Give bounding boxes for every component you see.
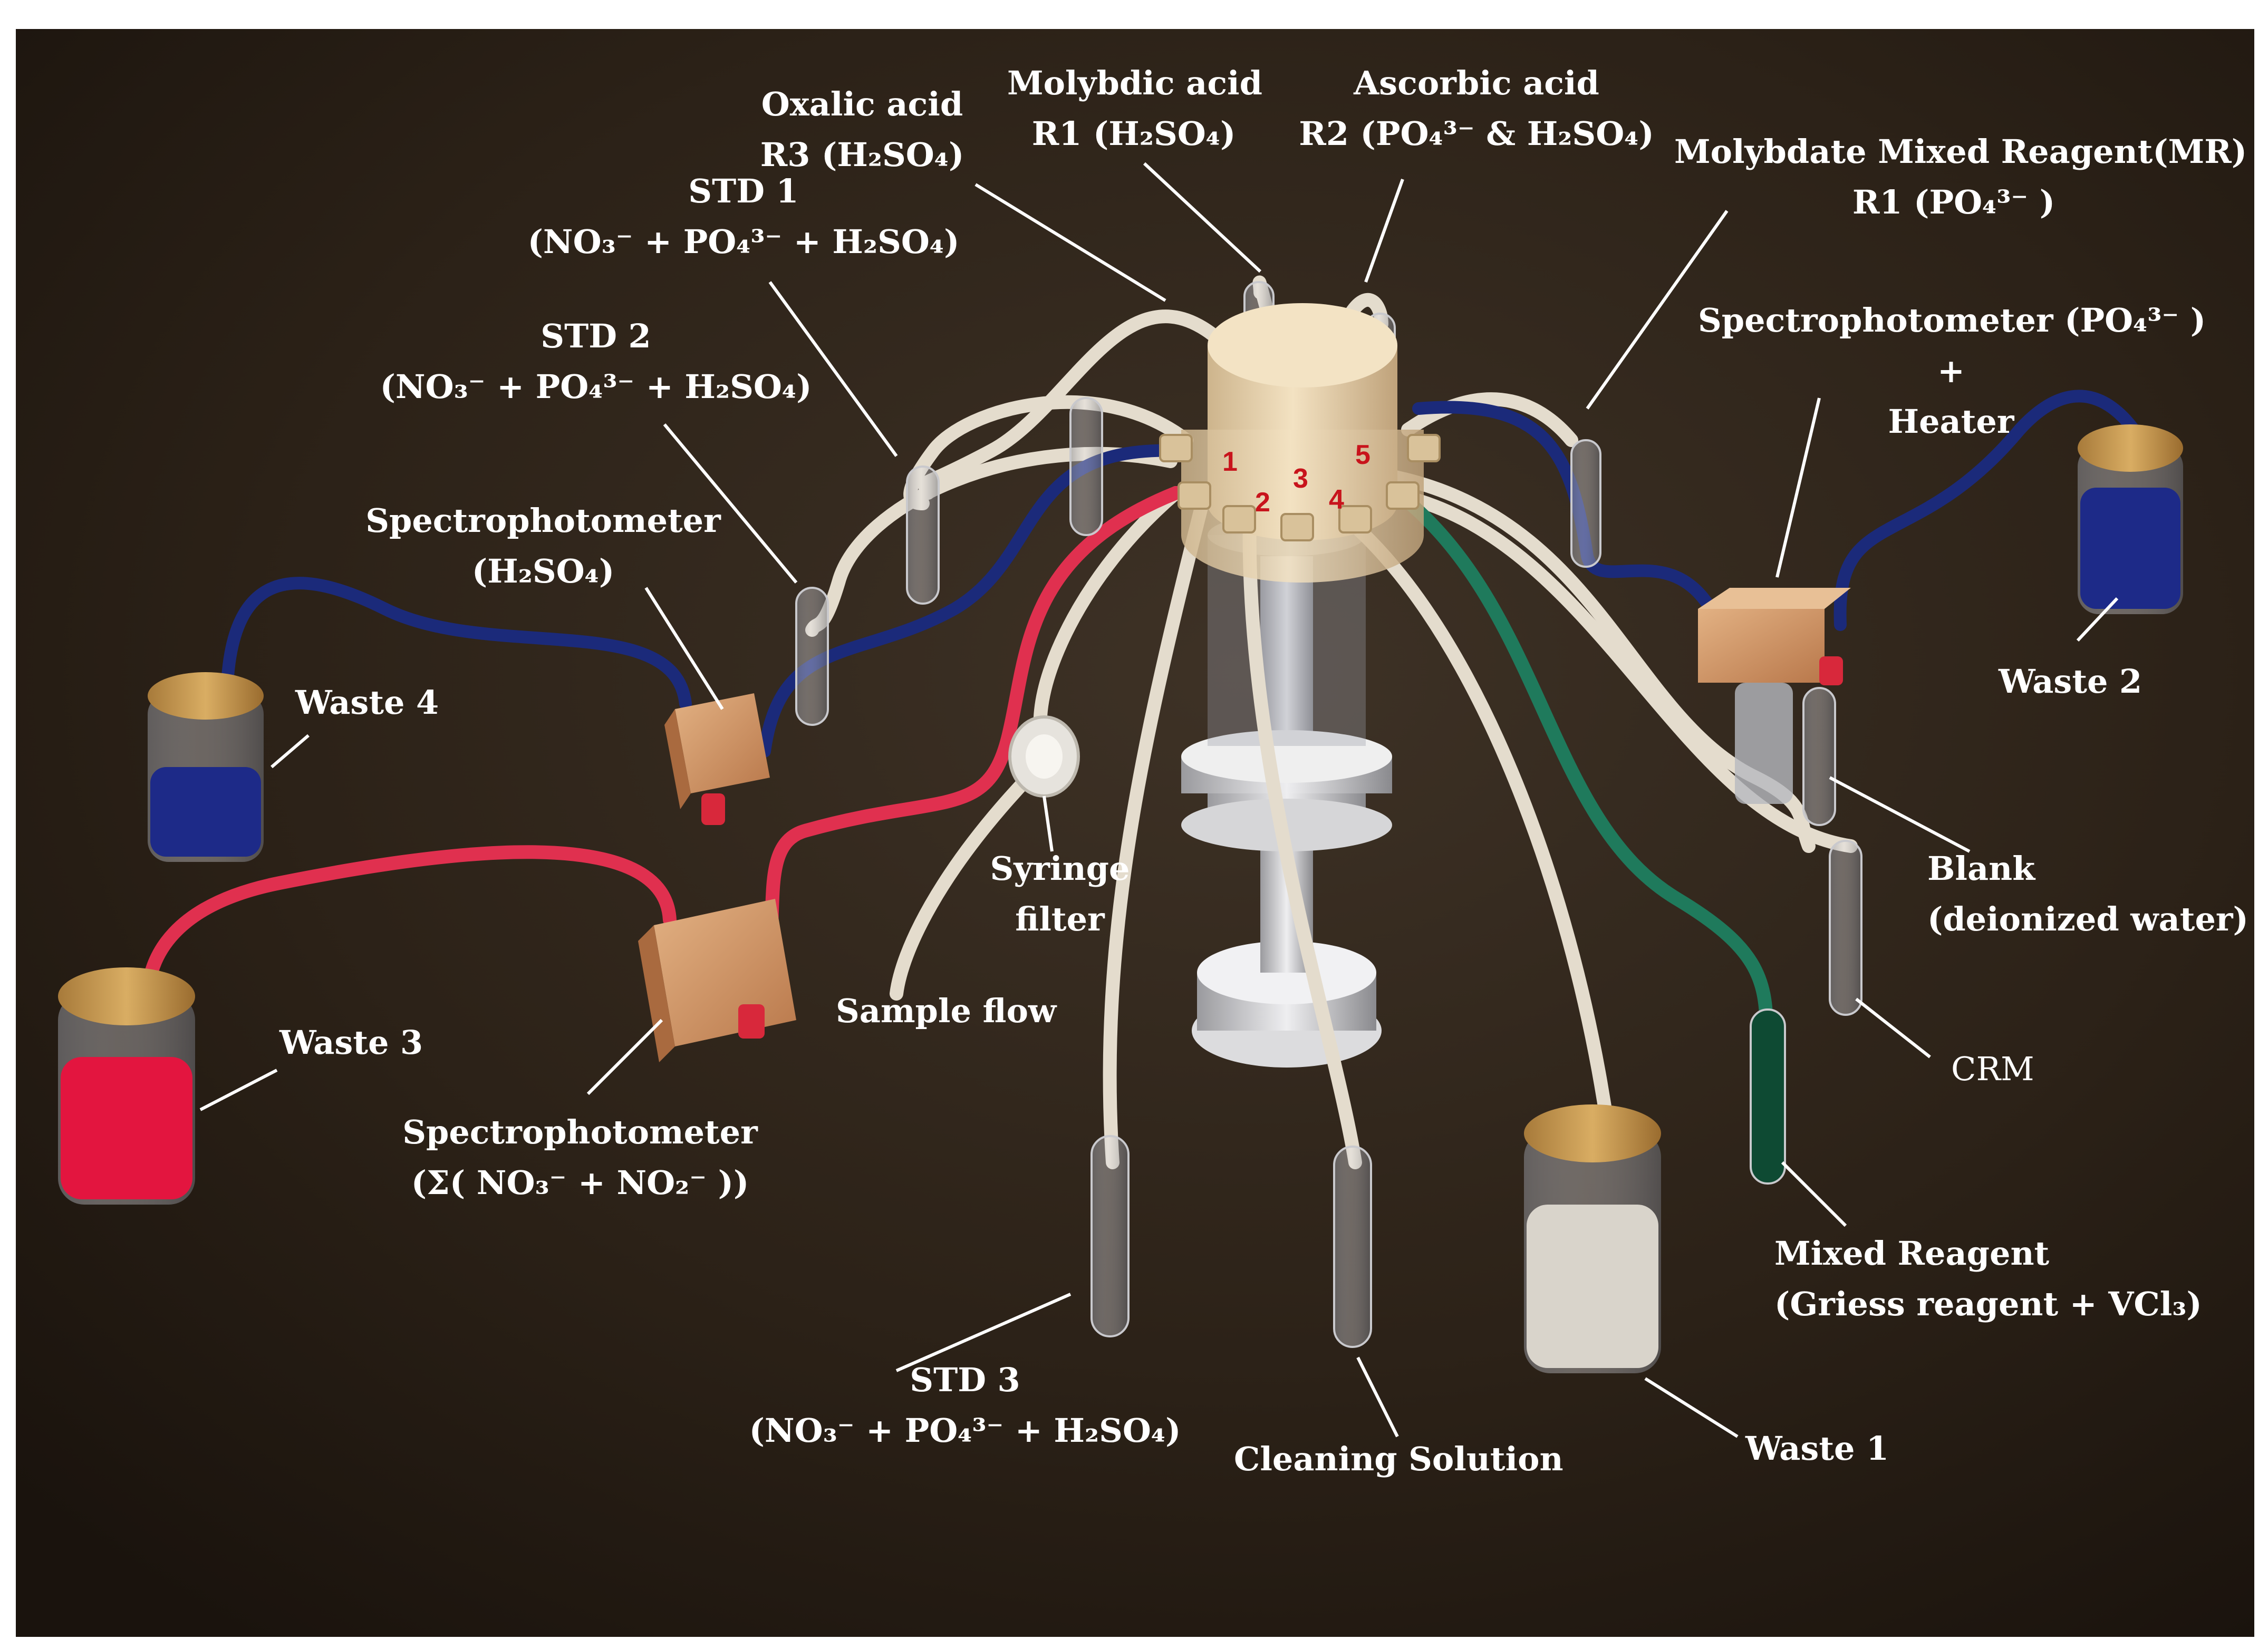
central-stand [1181, 514, 1392, 1068]
port-number-labels: 1 2 3 4 5 [1222, 440, 1371, 518]
leader-std2 [663, 423, 798, 584]
leader-spectro-po4 [1775, 397, 1821, 578]
tube-blue-waste2 [1833, 390, 2147, 631]
test-tubes [795, 281, 1862, 1348]
tube-blue-waste4 [220, 577, 692, 710]
spectrophotometer-nox-box [638, 899, 796, 1062]
test-tube-mixed-reagent [1750, 1008, 1786, 1185]
port-number-2: 2 [1255, 487, 1270, 518]
label-blank: Blank (deionized water) [1927, 849, 2248, 939]
label-mixed-reagent: Mixed Reagent (Griess reagent + VCl₃) [1774, 1234, 2202, 1324]
bottle-waste2 [2078, 424, 2183, 614]
leader-waste1 [1644, 1377, 1739, 1438]
tube-crm [1380, 486, 1858, 853]
port-number-5: 5 [1355, 440, 1371, 470]
leader-spectro-h2so4 [644, 587, 724, 710]
label-molybdic-acid: Molybdic acid R1 (H₂SO₄) [1007, 64, 1262, 153]
leader-blank [1829, 776, 1971, 853]
bottle-waste3 [58, 967, 195, 1205]
tube-cleaning [1242, 507, 1362, 1169]
leader-waste3 [199, 1069, 278, 1111]
label-waste1: Waste 1 [1745, 1429, 1889, 1468]
leader-waste2 [2076, 597, 2119, 642]
label-waste2: Waste 2 [1999, 662, 2142, 701]
label-waste3: Waste 3 [279, 1023, 423, 1062]
label-spectrophotometer-nox: Spectrophotometer (Σ( NO₃⁻ + NO₂⁻ )) [402, 1113, 758, 1202]
leader-syringe [1043, 796, 1054, 852]
leader-crm [1855, 997, 1931, 1059]
test-tube-blank [1802, 687, 1836, 826]
label-cleaning-solution: Cleaning Solution [1234, 1440, 1564, 1478]
bottle-waste4 [148, 672, 264, 862]
spectrophotometer-h2so4-box [664, 693, 770, 825]
label-syringe-filter: Syringe filter [990, 849, 1130, 939]
multiport-valve [1159, 303, 1441, 583]
bottles [58, 424, 2183, 1373]
diagram-frame: 1 2 3 4 5 Oxalic acid R3 (H₂SO₄) Molybdi… [16, 29, 2254, 1637]
label-oxalic-acid: Oxalic acid R3 (H₂SO₄) [760, 85, 964, 174]
label-waste4: Waste 4 [295, 683, 439, 722]
leader-cleaning [1356, 1356, 1399, 1438]
label-spectrophotometer-h2so4: Spectrophotometer (H₂SO₄) [365, 501, 721, 591]
spectrophotometers [638, 588, 1851, 1062]
port-number-4: 4 [1329, 484, 1344, 515]
label-molybdate-mixed-reagent: Molybdate Mixed Reagent(MR) R1 (PO₄³⁻ ) [1674, 132, 2247, 222]
test-tube-oxalic [1069, 397, 1103, 536]
label-ascorbic-acid: Ascorbic acid R2 (PO₄³⁻ & H₂SO₄) [1299, 64, 1654, 153]
leader-lines [199, 162, 2119, 1438]
leader-spectro-nox [586, 1018, 663, 1095]
label-crm: CRM [1951, 1050, 2034, 1088]
test-tube-std1 [906, 465, 940, 605]
label-spectrophotometer-po4: Spectrophotometer (PO₄³⁻ ) + Heater [1698, 301, 2206, 441]
test-tube-mr [1570, 439, 1601, 568]
label-sample-flow: Sample flow [836, 992, 1057, 1030]
leader-std1 [768, 281, 898, 457]
spectrophotometer-po4-box [1698, 588, 1851, 804]
apparatus-scene: 1 2 3 4 5 [16, 29, 2254, 1637]
leader-mr [1586, 210, 1729, 410]
port-number-1: 1 [1222, 447, 1238, 477]
test-tube-cleaning [1333, 1146, 1372, 1348]
port-number-3: 3 [1293, 463, 1308, 494]
leader-molybdic [1143, 162, 1262, 273]
tube-blank [1359, 465, 1816, 853]
leader-ascorbic [1364, 178, 1404, 283]
syringe-filter-device [1008, 715, 1080, 798]
label-std1: STD 1 (NO₃⁻ + PO₄³⁻ + H₂SO₄) [527, 172, 960, 261]
leader-mixed [1781, 1161, 1847, 1227]
bottle-waste1 [1524, 1104, 1661, 1373]
leader-std3 [895, 1293, 1072, 1372]
tube-std3 [1103, 497, 1209, 1169]
tube-red-waste3 [141, 845, 677, 1006]
tube-green-mixed [1391, 486, 1773, 1037]
test-tube-std3 [1090, 1135, 1130, 1337]
leader-oxalic [974, 183, 1166, 302]
label-std2: STD 2 (NO₃⁻ + PO₄³⁻ + H₂SO₄) [380, 317, 812, 406]
test-tube-std2 [795, 587, 829, 726]
leader-waste4 [271, 734, 310, 769]
test-tube-crm [1829, 840, 1862, 1016]
tube-red-nox [763, 486, 1183, 964]
label-std3: STD 3 (NO₃⁻ + PO₄³⁻ + H₂SO₄) [749, 1361, 1181, 1450]
